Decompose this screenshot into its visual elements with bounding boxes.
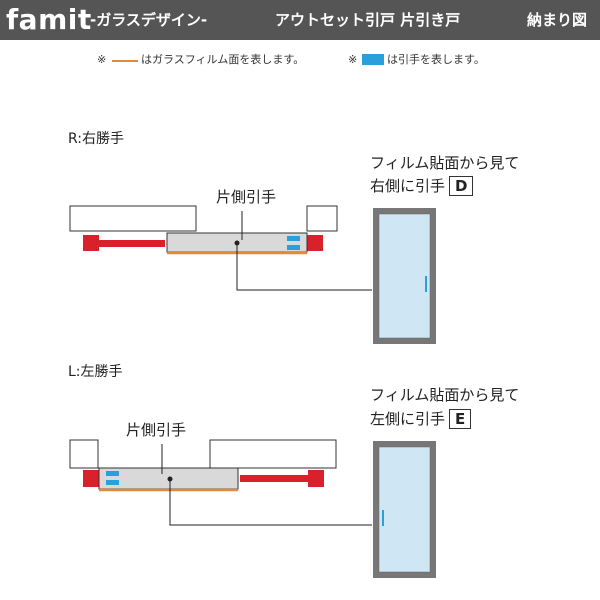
right-handle-label: 片側引手 bbox=[216, 188, 277, 206]
wall-right bbox=[209, 439, 337, 469]
right-note-text: 右側に引手 bbox=[370, 177, 446, 195]
right-note-line1: フィルム貼面から見て bbox=[370, 154, 520, 172]
frame-post-right bbox=[307, 235, 323, 251]
right-hand-label: R:右勝手 bbox=[68, 131, 125, 147]
handle-mark-bottom bbox=[287, 245, 300, 250]
rail bbox=[99, 240, 165, 247]
brand-logo: famit bbox=[6, 3, 92, 36]
legend-film-text: はガラスフィルム面を表します。 bbox=[141, 53, 305, 66]
left-handle-label: 片側引手 bbox=[126, 421, 187, 439]
wall-right bbox=[306, 205, 338, 232]
elevation-leader bbox=[236, 243, 372, 291]
wall-left bbox=[69, 439, 99, 469]
handle-mark-top bbox=[287, 236, 300, 241]
left-badge: E bbox=[449, 409, 472, 429]
right-badge: D bbox=[449, 176, 474, 196]
drawing-type-label: 納まり図 bbox=[527, 11, 588, 29]
handle-swatch bbox=[362, 54, 384, 65]
left-note-line1: フィルム貼面から見て bbox=[370, 386, 520, 404]
right-hand-plan-view bbox=[69, 205, 372, 291]
handle-mark-top bbox=[106, 471, 119, 476]
film-line-swatch bbox=[112, 60, 138, 62]
frame-post-left bbox=[83, 470, 99, 487]
handle-mark-bottom bbox=[106, 480, 119, 485]
left-hand-plan-view bbox=[69, 439, 372, 526]
frame-post-right bbox=[308, 470, 324, 487]
glass-panel bbox=[378, 213, 431, 339]
legend-handle-text: は引手を表します。 bbox=[387, 53, 485, 66]
glass-panel bbox=[378, 446, 431, 573]
wall-left bbox=[69, 205, 197, 232]
product-title: アウトセット引戸 片引き戸 bbox=[275, 11, 461, 29]
legend-handle-prefix: ※ bbox=[348, 53, 358, 66]
left-hand-elevation bbox=[373, 441, 436, 578]
left-note-text: 左側に引手 bbox=[370, 410, 446, 428]
left-hand-label: L:左勝手 bbox=[68, 364, 123, 380]
brand-subtitle: -ガラスデザイン- bbox=[90, 11, 208, 29]
rail bbox=[240, 475, 308, 482]
legend-film-prefix: ※ bbox=[97, 53, 107, 66]
header-bar: famit -ガラスデザイン- アウトセット引戸 片引き戸 納まり図 bbox=[0, 0, 600, 40]
frame-post-left bbox=[83, 235, 99, 251]
elevation-leader bbox=[169, 479, 372, 526]
right-hand-elevation bbox=[373, 208, 436, 344]
legend: ※ はガラスフィルム面を表します。 ※ は引手を表します。 bbox=[0, 48, 600, 72]
